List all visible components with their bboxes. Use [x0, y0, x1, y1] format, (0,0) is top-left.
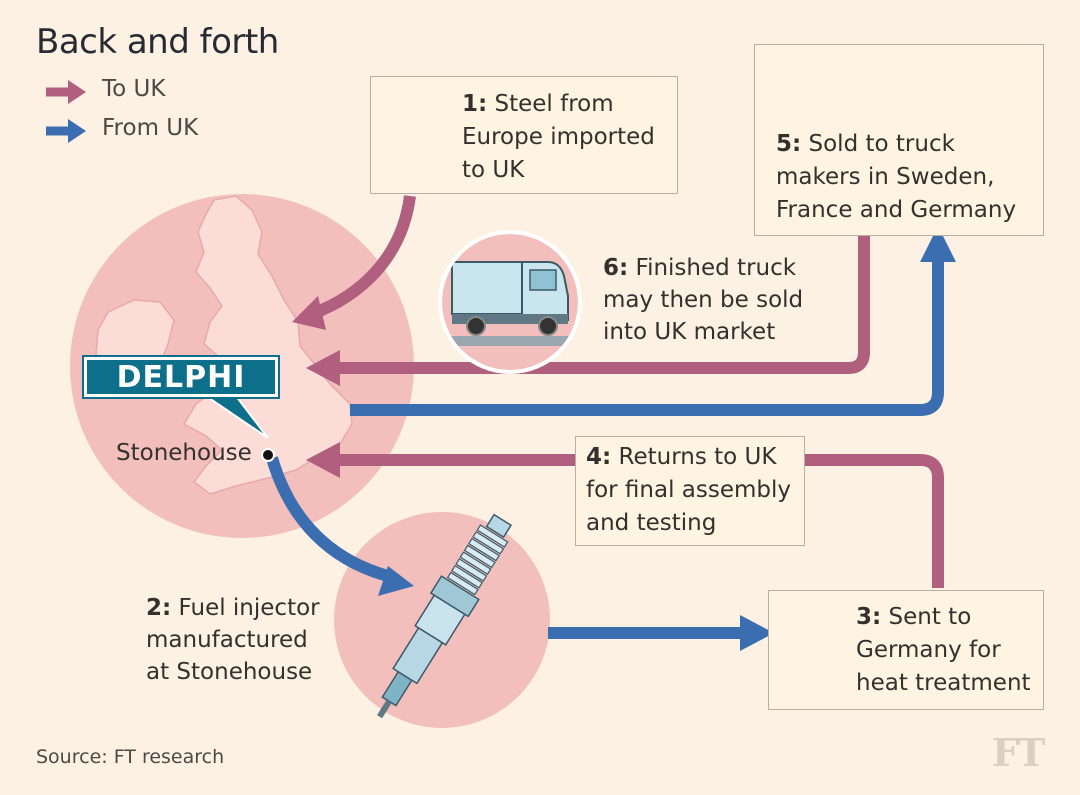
arrowhead-steel	[292, 296, 326, 330]
step5-box	[754, 44, 1044, 236]
step3-number: 3:	[856, 604, 882, 630]
step1-box	[370, 76, 678, 194]
arrowhead-returns	[306, 442, 340, 478]
stonehouse-marker	[261, 448, 275, 462]
legend-from-uk: From UK	[44, 115, 198, 141]
step4-line3: and testing	[586, 510, 717, 536]
arrows-from-uk	[266, 258, 944, 639]
step1-line2: Europe imported	[462, 124, 655, 150]
step6-line2: may then be sold	[603, 287, 804, 313]
arrowhead-trucks	[306, 350, 340, 386]
arrow-returns-to-uk	[338, 454, 944, 588]
step3-line1: Sent to	[888, 604, 972, 630]
fuel-injector-icon	[377, 513, 513, 719]
step6-line3: into UK market	[603, 319, 776, 345]
step2-line1: Fuel injector	[178, 595, 320, 621]
step1-line3: to UK	[462, 157, 525, 183]
step1-line1: Steel from	[494, 91, 614, 117]
legend-to-uk: To UK	[44, 76, 165, 102]
step5-text: 5: Sold to truck makers in Sweden, Franc…	[776, 128, 1016, 227]
step3-line3: heat treatment	[856, 670, 1031, 696]
step2-line2: manufactured	[146, 627, 308, 653]
step3-text: 3: Sent to Germany for heat treatment	[856, 601, 1031, 700]
step3-line2: Germany for	[856, 637, 1001, 663]
step5-line3: France and Germany	[776, 197, 1017, 223]
arrows-to-uk	[309, 195, 944, 588]
step6-line1: Finished truck	[635, 255, 797, 281]
step2-number: 2:	[146, 595, 172, 621]
chart-title: Back and forth	[36, 22, 279, 62]
arrow-stonehouse-to-injector	[266, 456, 390, 582]
arrow-uk-to-truckmakers	[350, 258, 944, 416]
step6-text: 6: Finished truck may then be sold into …	[603, 252, 803, 348]
legend-from-uk-arrow	[68, 119, 86, 143]
step5-line2: makers in Sweden,	[776, 164, 995, 190]
step5-line1: Sold to truck	[808, 131, 955, 157]
delphi-logo: DELPHI	[82, 355, 280, 399]
arrowhead-germany	[740, 615, 774, 651]
ft-logo: FT	[992, 730, 1045, 775]
step6-number: 6:	[603, 255, 629, 281]
arrow-trucks-to-uk	[338, 236, 870, 374]
step1-number: 1:	[462, 91, 488, 117]
step2-text: 2: Fuel injector manufactured at Stoneho…	[146, 592, 320, 688]
step4-text: 4: Returns to UK for final assembly and …	[586, 441, 791, 540]
step5-number: 5:	[776, 131, 802, 157]
source-note: Source: FT research	[36, 746, 225, 768]
step4-number: 4:	[586, 444, 612, 470]
arrowhead-injector	[378, 566, 414, 596]
truck-icon	[442, 234, 578, 370]
step2-line3: at Stonehouse	[146, 659, 313, 685]
legend-from-uk-label: From UK	[102, 115, 199, 141]
stonehouse-label: Stonehouse	[116, 440, 252, 466]
step4-box	[575, 436, 805, 546]
step3-box	[768, 590, 1044, 710]
arrow-steel-to-uk	[309, 195, 416, 320]
legend-to-uk-arrow	[68, 80, 86, 104]
arrowhead-truckmakers	[920, 226, 956, 262]
step4-line2: for final assembly	[586, 477, 792, 503]
legend-to-uk-label: To UK	[102, 76, 166, 102]
step1-text: 1: Steel from Europe imported to UK	[462, 88, 655, 187]
step4-line1: Returns to UK	[618, 444, 777, 470]
